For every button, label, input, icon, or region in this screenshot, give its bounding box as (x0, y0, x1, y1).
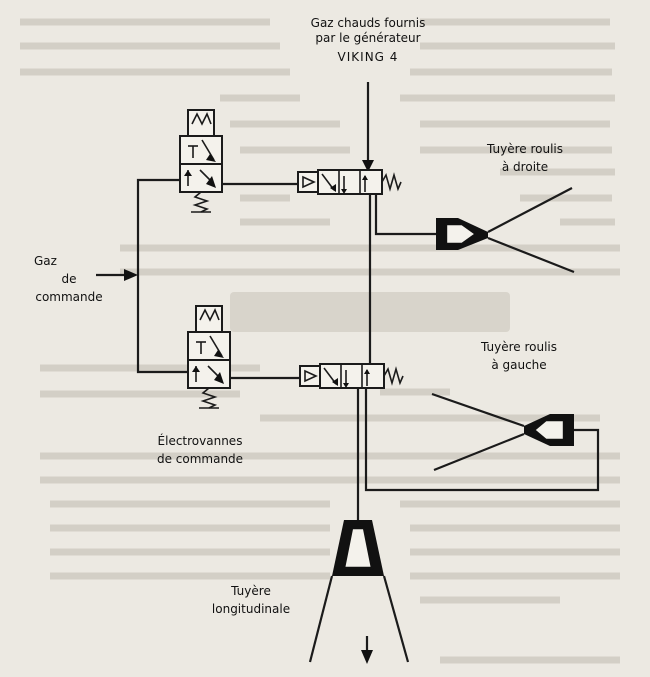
solenoid-valves-label: Électrovannes de commande (130, 432, 270, 468)
roll-left-nozzle-label: Tuyère roulis à gauche (464, 340, 574, 373)
hot-gas-source-line-1: Gaz chauds fournis (310, 16, 426, 30)
solenoid-valves-line-2: de commande (156, 452, 244, 466)
solenoid-valves-line-1: Électrovannes (157, 434, 243, 448)
hot-gas-source-line-3: VIKING 4 (337, 50, 399, 64)
roll-left-spool-valve (299, 363, 404, 389)
hot-gas-manifold (356, 192, 372, 520)
upper-solenoid-valve (179, 109, 223, 213)
longitudinal-line-2: longitudinale (211, 602, 291, 616)
hot-gas-inlet-arrow (362, 82, 374, 172)
lower-solenoid-valve (187, 305, 231, 409)
hot-gas-source-line-2: par le générateur (315, 31, 421, 45)
control-gas-lines (96, 178, 300, 380)
roll-left-line-2: à gauche (491, 358, 547, 372)
control-gas-line-2: de (61, 272, 77, 286)
roll-right-nozzle-label: Tuyère roulis à droite (470, 142, 580, 175)
longitudinal-line-1: Tuyère (231, 584, 271, 598)
roll-right-line-1: Tuyère roulis (486, 142, 563, 156)
control-gas-line-3: commande (35, 290, 103, 304)
roll-right-spool-valve (297, 169, 402, 195)
roll-right-line-2: à droite (501, 160, 549, 174)
control-gas-label: Gaz de commande (24, 252, 114, 306)
longitudinal-nozzle (308, 520, 410, 664)
roll-left-nozzle (364, 388, 600, 492)
control-gas-line-1: Gaz (34, 254, 57, 268)
roll-left-line-1: Tuyère roulis (480, 340, 557, 354)
longitudinal-nozzle-label: Tuyère longitudinale (196, 582, 306, 618)
roll-right-nozzle (374, 187, 575, 274)
hot-gas-source-label: Gaz chauds fournis par le générateur VIK… (268, 16, 468, 65)
